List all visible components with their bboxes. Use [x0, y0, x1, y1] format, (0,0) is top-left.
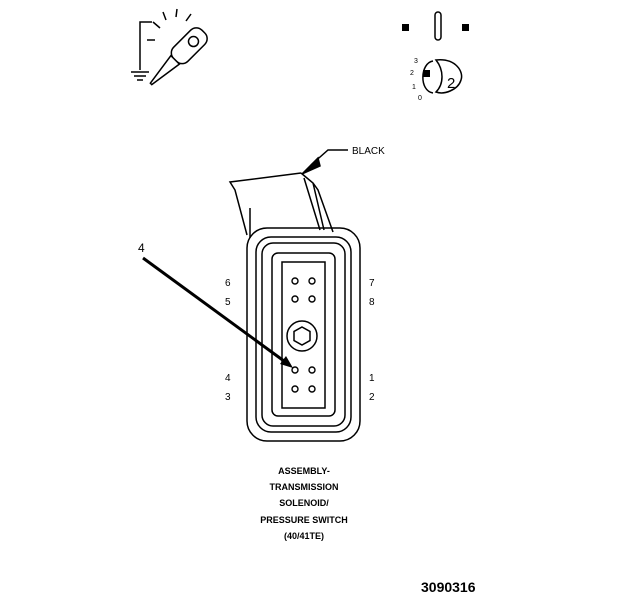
- ignition-selected-position: 2: [447, 75, 455, 92]
- pin-label-2: 2: [369, 392, 375, 403]
- pin-holes: [291, 277, 316, 393]
- pin-hole-5: [291, 295, 299, 303]
- ignition-pos-0: 0: [418, 95, 422, 102]
- pin-hole-4: [291, 366, 299, 374]
- pin-label-5: 5: [225, 297, 231, 308]
- caption-line-1: ASSEMBLY-: [278, 466, 330, 476]
- pin-label-4: 4: [225, 373, 231, 384]
- figure-number: 3090316: [421, 579, 476, 595]
- pin-hole-2: [308, 385, 316, 393]
- wire-color-label: BLACK: [352, 146, 385, 157]
- caption-line-4: PRESSURE SWITCH: [260, 515, 348, 525]
- pin-callout-arrow: [142, 256, 293, 368]
- pin-hole-1: [308, 366, 316, 374]
- ignition-pos-1: 1: [412, 84, 416, 91]
- pin-hole-6: [291, 277, 299, 285]
- pin-label-3: 3: [225, 392, 231, 403]
- wire-color-callout: [301, 149, 348, 175]
- center-bolt: [286, 320, 318, 352]
- caption-line-3: SOLENOID/: [279, 498, 329, 508]
- caption-line-5: (40/41TE): [284, 531, 324, 541]
- pin-label-8: 8: [369, 297, 375, 308]
- connector-housing: [228, 172, 361, 442]
- pin-label-1: 1: [369, 373, 375, 384]
- ignition-pos-3: 3: [414, 58, 418, 65]
- caption-line-2: TRANSMISSION: [269, 482, 338, 492]
- ignition-pos-2: 2: [410, 70, 414, 77]
- pin-hole-3: [291, 385, 299, 393]
- pin-label-6: 6: [225, 278, 231, 289]
- test-light-icon: [131, 8, 208, 86]
- pin-hole-8: [308, 295, 316, 303]
- pin-hole-7: [308, 277, 316, 285]
- ignition-switch-icon: 3 2 1 0 2: [402, 11, 469, 102]
- pin-label-7: 7: [369, 278, 375, 289]
- pin-callout-number: 4: [138, 241, 145, 255]
